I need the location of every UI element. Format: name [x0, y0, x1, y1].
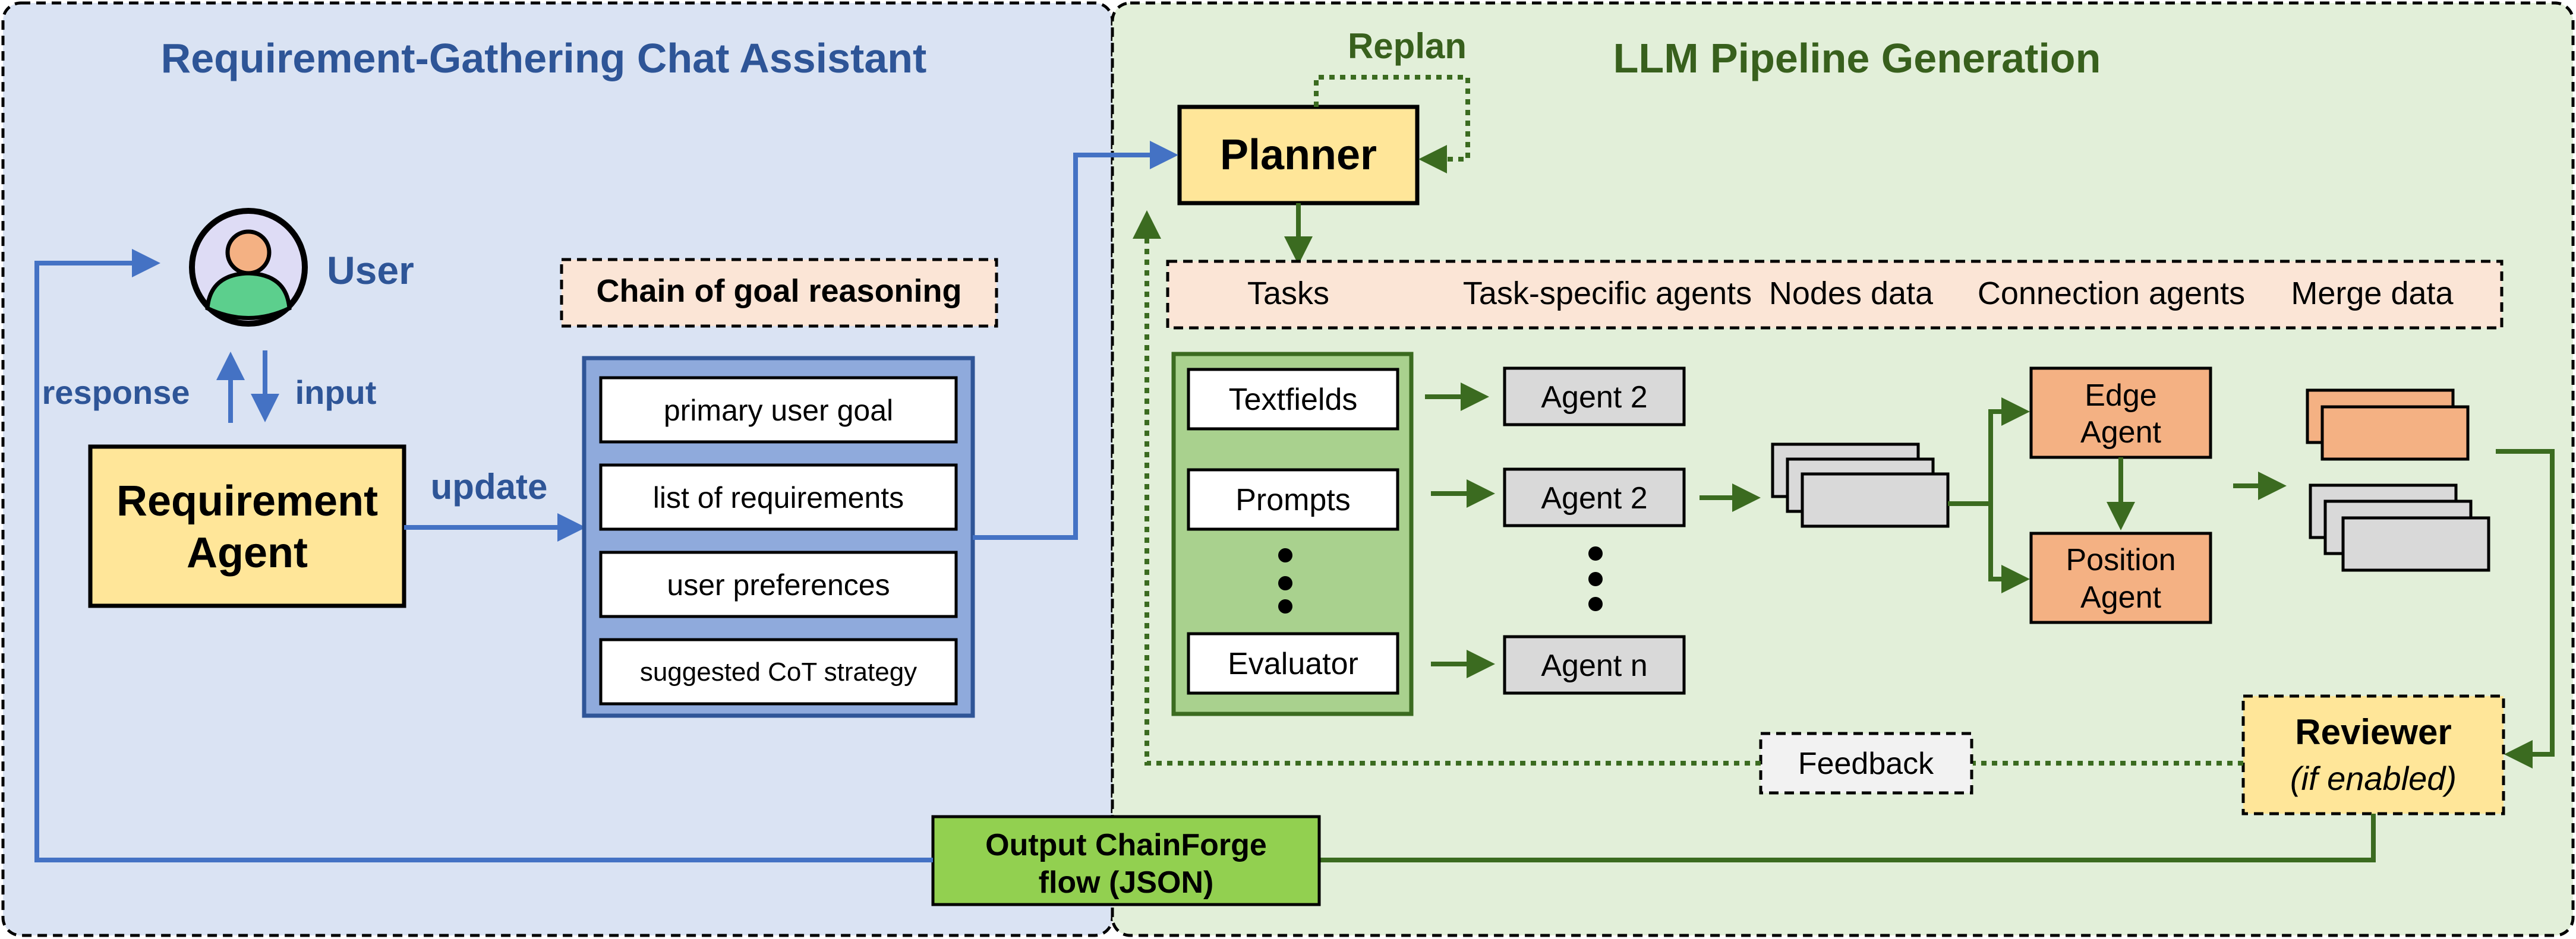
task-item: Textfields — [1187, 368, 1399, 431]
stage-header: Connection agents — [1978, 276, 2245, 311]
stage-header-bar — [1166, 260, 2504, 330]
goal-item: suggested CoT strategy — [599, 638, 958, 706]
goal-item-label: user preferences — [667, 568, 890, 602]
response-label: response — [42, 374, 190, 411]
feedback-to-planner-arrow — [1133, 210, 1761, 766]
planner-box — [1177, 105, 1420, 205]
nodes-data-stack — [1771, 442, 1950, 528]
user-icon — [189, 208, 308, 327]
task-item-label: Textfields — [1229, 382, 1358, 417]
replan-label: Replan — [1348, 26, 1467, 66]
output-line1: Output ChainForge — [985, 828, 1267, 862]
output-box: Output ChainForge flow (JSON) — [931, 815, 1321, 906]
merge-nodes-stack — [2309, 483, 2490, 572]
reviewer-box: Reviewer (if enabled) — [2241, 694, 2505, 815]
position-agent-line1: Position — [2066, 543, 2176, 577]
ellipsis-icon — [1588, 546, 1603, 611]
merge-edges-stack — [2306, 388, 2470, 461]
right-panel-title: LLM Pipeline Generation — [1613, 35, 2101, 81]
goal-item-label: list of requirements — [653, 481, 904, 514]
feedback-box: Feedback — [1759, 732, 1973, 795]
goals-to-planner-arrow — [973, 141, 1178, 540]
merge-to-reviewer-arrow — [2496, 449, 2555, 769]
chain-label-box — [560, 258, 998, 328]
chain-label: Chain of goal reasoning — [596, 273, 961, 309]
update-label: update — [431, 467, 548, 507]
agent-box: Agent 2 — [1503, 467, 1686, 527]
nodes-to-edge-arrow — [1948, 397, 2030, 506]
position-agent-line2: Agent — [2080, 580, 2161, 615]
feedback-label: Feedback — [1798, 747, 1934, 781]
task-item: Prompts — [1187, 468, 1399, 531]
output-to-user-arrow — [34, 249, 933, 862]
stage-header: Tasks — [1247, 276, 1329, 311]
agent-label: Agent 2 — [1541, 481, 1647, 516]
position-agent-box: Position Agent — [2029, 532, 2212, 624]
planner-label: Planner — [1220, 131, 1377, 179]
task-item: Evaluator — [1187, 632, 1399, 695]
agent-box: Agent 2 — [1503, 366, 1686, 426]
output-line2: flow (JSON) — [1039, 865, 1214, 900]
edge-agent-box: Edge Agent — [2029, 366, 2212, 459]
agent-box: Agent n — [1503, 635, 1686, 695]
agent-label: Agent 2 — [1541, 380, 1647, 415]
requirement-agent-line1: Requirement — [116, 478, 378, 525]
stage-header: Task-specific agents — [1463, 276, 1752, 311]
agent-label: Agent n — [1541, 649, 1647, 683]
user-label: User — [327, 248, 414, 292]
task-item-label: Prompts — [1235, 483, 1351, 517]
ellipsis-icon — [1278, 548, 1292, 614]
goal-item: list of requirements — [599, 463, 958, 531]
reviewer-line1: Reviewer — [2295, 712, 2452, 752]
goal-item: user preferences — [599, 551, 958, 618]
goal-item: primary user goal — [599, 376, 958, 444]
input-label: input — [295, 374, 377, 411]
stage-header: Nodes data — [1769, 276, 1934, 311]
task-item-label: Evaluator — [1228, 647, 1358, 681]
goal-item-label: primary user goal — [664, 394, 893, 427]
edge-agent-line1: Edge — [2085, 378, 2156, 413]
reviewer-to-output-line — [1319, 814, 2376, 862]
left-panel-title: Requirement-Gathering Chat Assistant — [161, 35, 927, 81]
nodes-to-position-arrow — [1988, 504, 2030, 593]
reviewer-line2: (if enabled) — [2290, 760, 2457, 797]
requirement-agent-box: Requirement Agent — [88, 444, 406, 608]
requirement-agent-line2: Agent — [187, 529, 308, 577]
goal-item-label: suggested CoT strategy — [640, 657, 917, 687]
edge-agent-line2: Agent — [2080, 415, 2161, 450]
stage-header: Merge data — [2291, 276, 2454, 311]
replan-arrow — [1314, 75, 1470, 173]
